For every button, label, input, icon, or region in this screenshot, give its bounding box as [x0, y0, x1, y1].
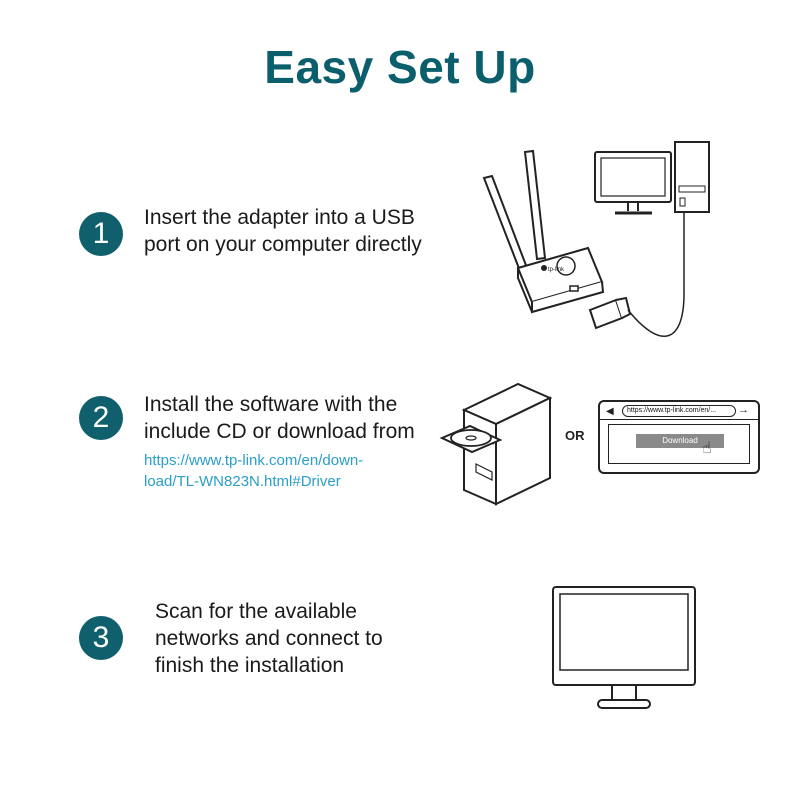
browser-window: ◀ https://www.tp-link.com/en/... → Downl…: [598, 400, 760, 474]
browser-address-bar[interactable]: https://www.tp-link.com/en/...: [622, 405, 736, 417]
hand-cursor-icon: ☝: [702, 440, 712, 457]
browser-back-icon: ◀: [606, 406, 614, 417]
usb-plug-icon: [588, 298, 624, 330]
download-button[interactable]: Download: [636, 434, 724, 448]
usb-cable: [627, 208, 685, 337]
monitor-illustration: [552, 586, 696, 709]
monitor-stand: [597, 699, 651, 709]
link-line-2: load/TL-WN823N.html#Driver: [144, 473, 341, 490]
step-3-line-3: finish the installation: [155, 654, 345, 677]
browser-forward-icon: →: [738, 404, 749, 416]
step-3-line-1: Scan for the available: [155, 600, 357, 623]
step-3-line-2: networks and connect to: [155, 627, 383, 650]
step-1-badge: 1: [79, 212, 123, 256]
link-line-1: https://www.tp-link.com/en/down-: [144, 452, 364, 469]
browser-content-area: [608, 424, 750, 464]
adapter-button-icon: [556, 256, 576, 276]
step-2-text: Install the software with the include CD…: [144, 391, 415, 445]
driver-download-link[interactable]: https://www.tp-link.com/en/down- load/TL…: [144, 450, 363, 492]
step-2-badge: 2: [79, 396, 123, 440]
antenna-right: [523, 149, 547, 261]
usb-adapter-computer-illustration: tp-link: [482, 141, 710, 337]
step-1-text: Insert the adapter into a USB port on yo…: [144, 204, 422, 258]
step-1-line-1: Insert the adapter into a USB: [144, 206, 415, 229]
page-title: Easy Set Up: [264, 41, 536, 93]
or-label: OR: [565, 428, 585, 443]
adapter-logo-label: tp-link: [548, 267, 565, 273]
step-2-line-2: include CD or download from: [144, 420, 415, 443]
pc-tower-icon: [463, 408, 497, 506]
tp-link-logo-icon: [541, 265, 547, 271]
step-2-line-1: Install the software with the: [144, 393, 398, 416]
monitor-screen: [559, 593, 689, 671]
antenna-left: [482, 174, 529, 273]
cd-computer-illustration: [439, 382, 553, 506]
step-1-line-2: port on your computer directly: [144, 233, 422, 256]
step-3-badge: 3: [79, 616, 123, 660]
step-3-text: Scan for the available networks and conn…: [155, 598, 383, 679]
